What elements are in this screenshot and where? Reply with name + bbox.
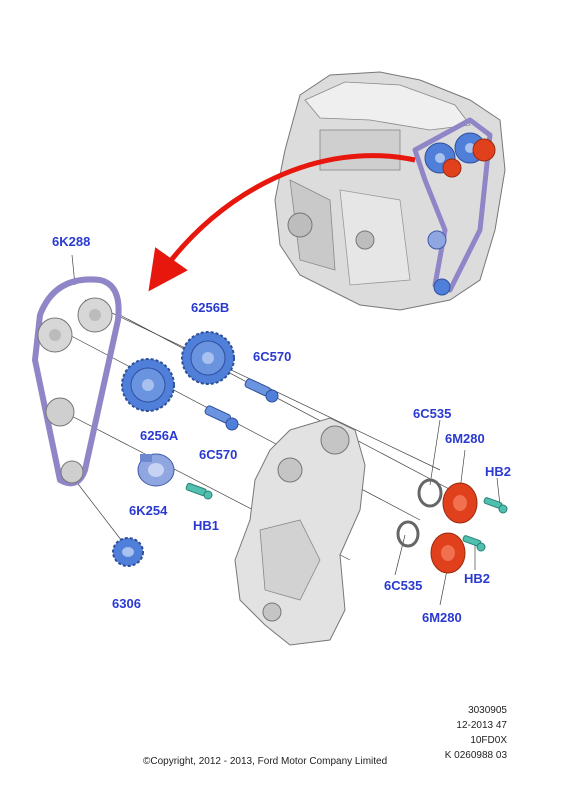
seal-6c535-top <box>417 478 443 508</box>
ref-code: 10FD0X <box>470 735 507 746</box>
seal-6c535-bottom <box>396 520 420 548</box>
bolt-6c570-top <box>244 378 279 403</box>
timing-cover <box>234 417 366 646</box>
callout-belt: 6K288 <box>52 234 91 249</box>
sprocket-6256b <box>181 331 235 385</box>
sprocket-6256a <box>121 358 175 412</box>
ref-part: K 0260988 03 <box>444 750 507 761</box>
callout-seal-bottom: 6C535 <box>384 578 423 593</box>
actuator-6m280-bottom <box>430 532 466 574</box>
callout-actuator-top: 6M280 <box>445 431 485 446</box>
bolt-hb1 <box>185 482 213 500</box>
crank-sprocket-6306 <box>112 537 144 567</box>
actuator-6m280-top <box>442 482 478 524</box>
ref-number: 3030905 <box>468 705 507 716</box>
direction-arrow <box>148 153 416 292</box>
callout-hb2-top: HB2 <box>485 464 512 479</box>
callout-crank-sprocket: 6306 <box>112 596 141 611</box>
callout-hb1: HB1 <box>193 518 220 533</box>
callout-bolt-top: 6C570 <box>253 349 292 364</box>
callout-bolt-bottom: 6C570 <box>199 447 238 462</box>
callout-actuator-bottom: 6M280 <box>422 610 462 625</box>
engine-block <box>274 71 506 311</box>
bolt-hb2-top <box>483 497 508 514</box>
callout-sprocket-a: 6256A <box>140 428 179 443</box>
callout-sprocket-b: 6256B <box>191 300 230 315</box>
callout-tensioner: 6K254 <box>129 503 168 518</box>
tensioner-6k254 <box>137 453 175 487</box>
bolt-6c570-bottom <box>204 405 239 431</box>
belt-sprockets <box>37 297 113 484</box>
bolt-hb2-bottom <box>462 535 486 552</box>
callout-hb2-bottom: HB2 <box>464 571 491 586</box>
copyright-notice: ©Copyright, 2012 - 2013, Ford Motor Comp… <box>143 756 388 767</box>
ref-date: 12-2013 47 <box>456 720 507 731</box>
callout-seal-top: 6C535 <box>413 406 452 421</box>
